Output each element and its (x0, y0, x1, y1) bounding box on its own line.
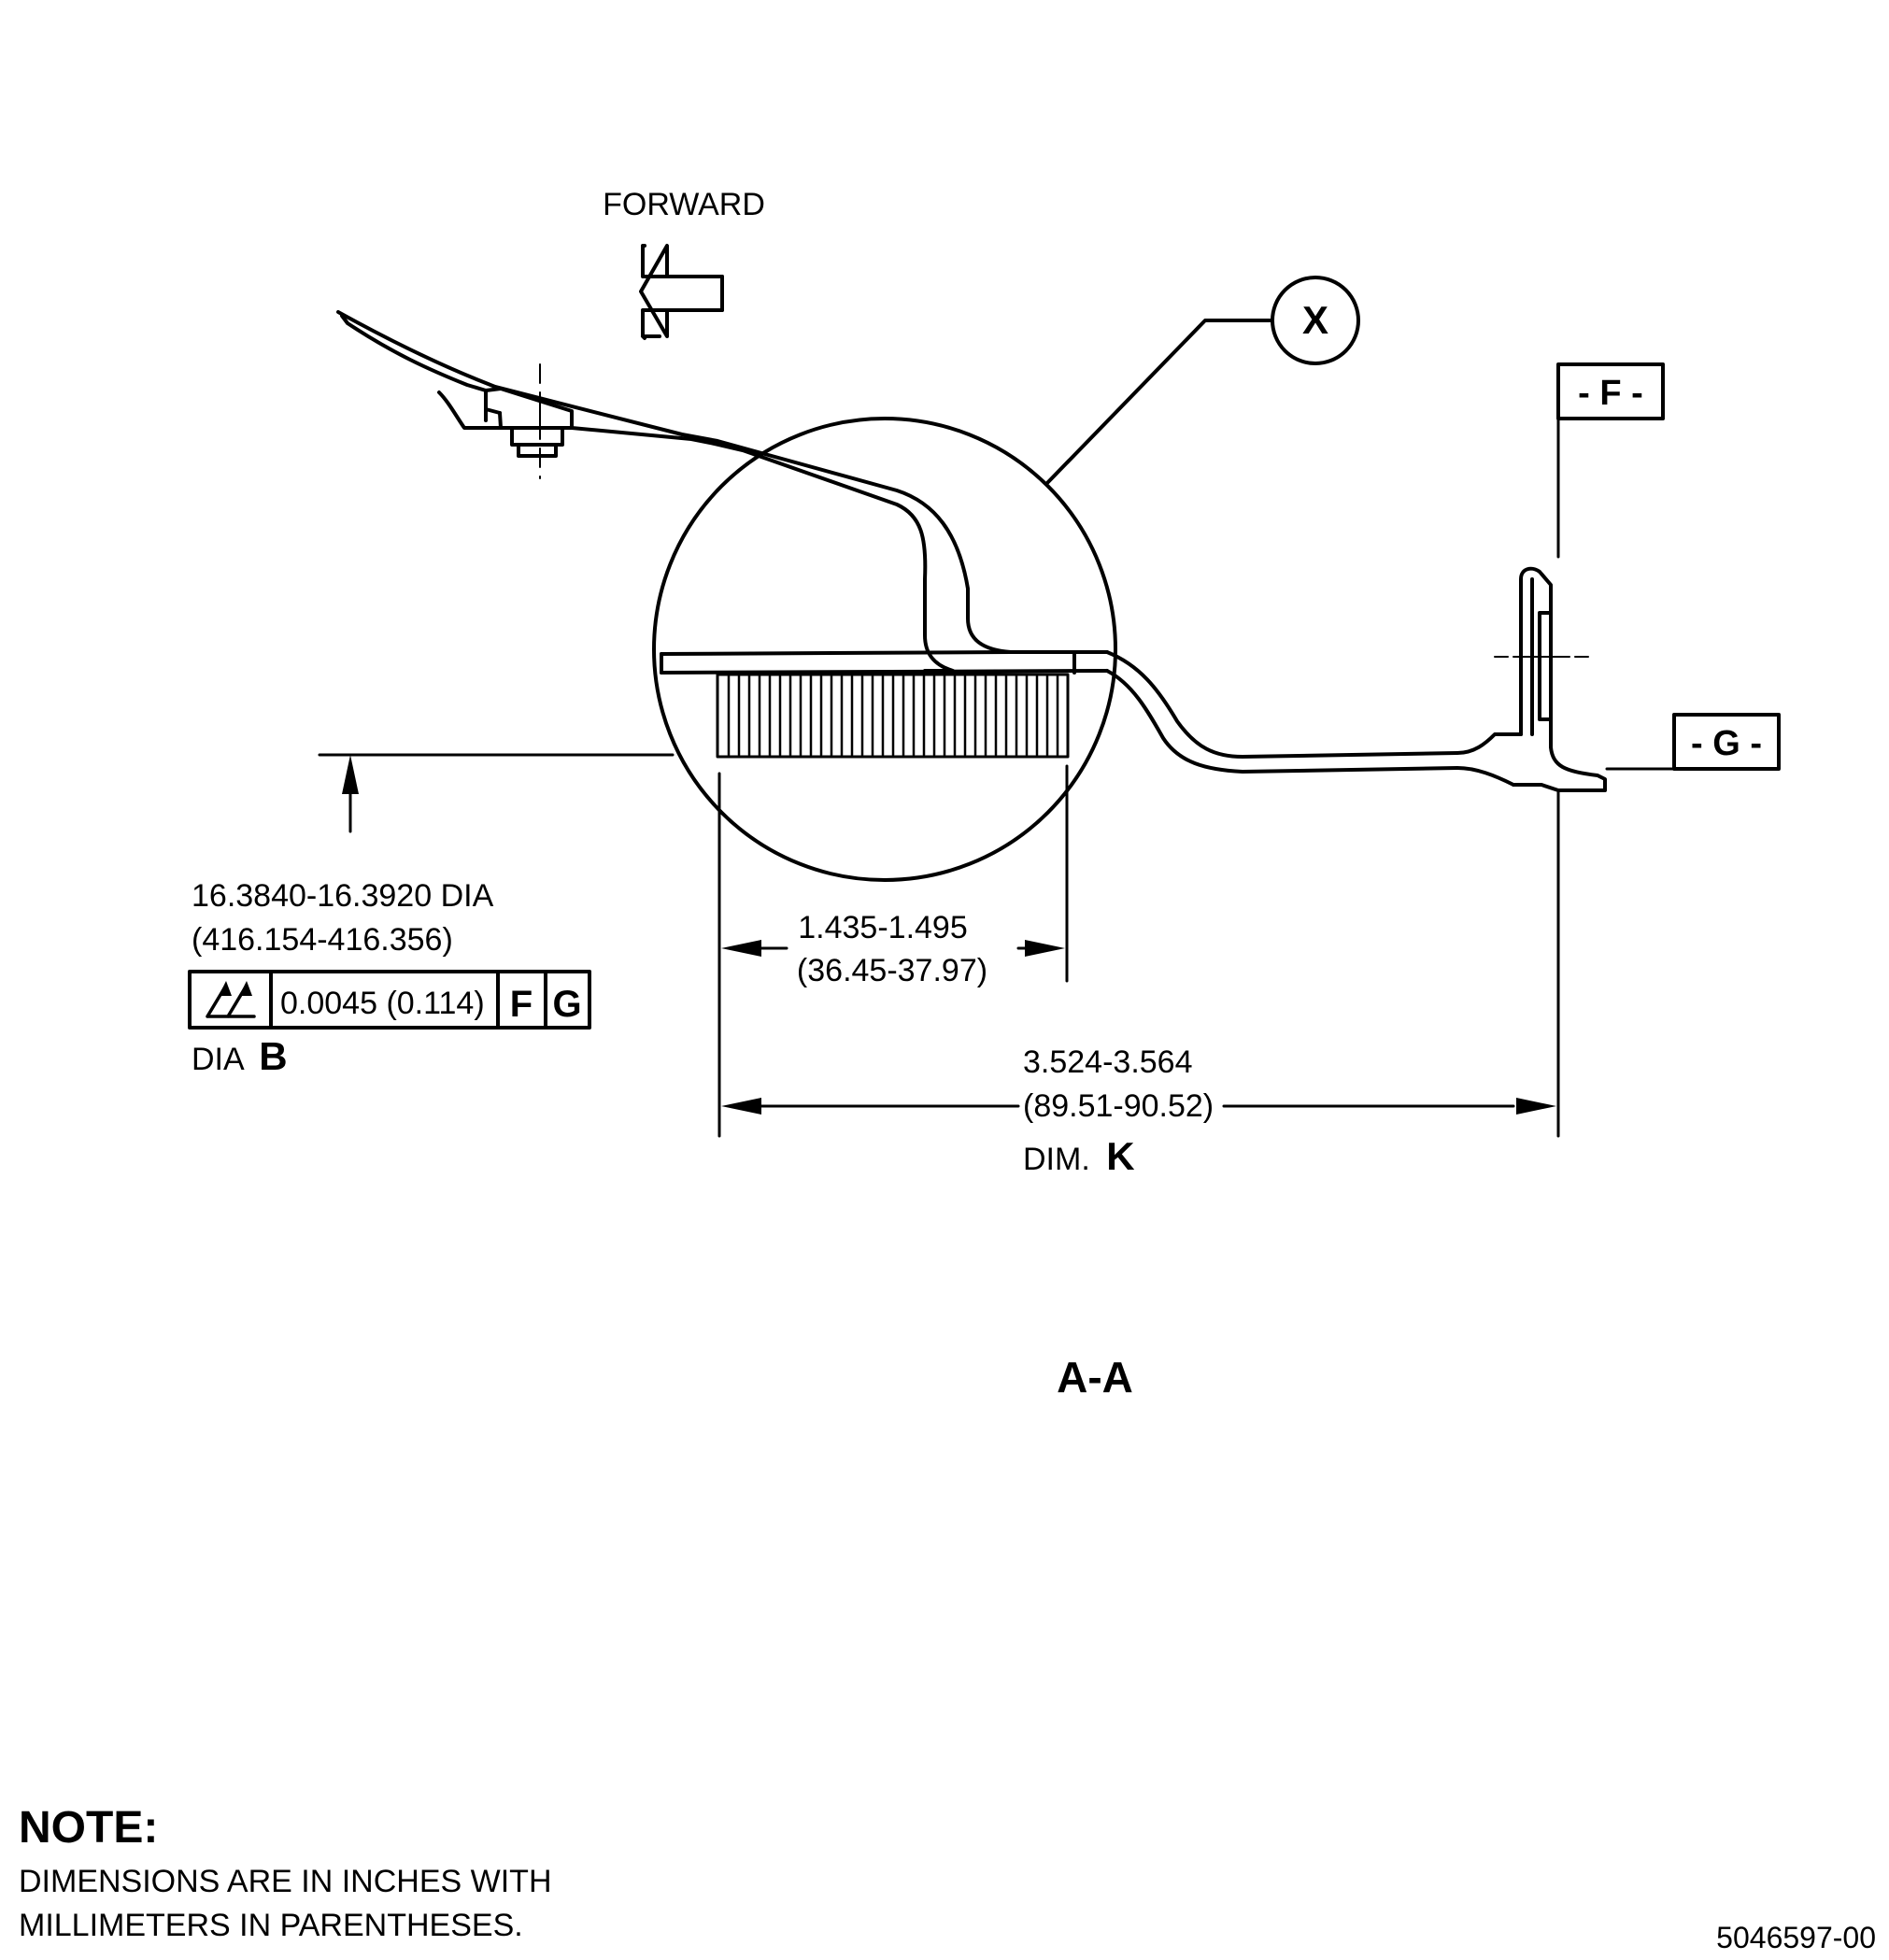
dia-b-inch: 16.3840-16.3920 DIA (192, 878, 494, 914)
arrowhead-left (721, 940, 761, 957)
diameter-b-dimension: 16.3840-16.3920 DIA (416.154-416.356) 0.… (188, 753, 675, 1078)
section-label: A-A (1057, 1353, 1133, 1401)
width-inch: 1.435-1.495 (798, 910, 968, 945)
arrowhead-right (1516, 1098, 1556, 1115)
width-dimension: 1.435-1.495 (36.45-37.97) (717, 764, 1069, 1138)
centerlines (539, 363, 1589, 658)
arrowhead-up (342, 755, 359, 794)
forward-arrow-outline (639, 244, 724, 338)
part-profile (336, 310, 1607, 792)
detail-balloon-label: X (1302, 298, 1328, 342)
dim-k-mm: (89.51-90.52) (1023, 1088, 1214, 1124)
detail-balloon (1271, 276, 1360, 365)
dia-b-label-prefix: DIA (192, 1042, 245, 1077)
dia-b-label: DIA B (192, 1034, 288, 1078)
datum-g: - G - (1605, 713, 1781, 771)
fcf-datum-g: G (552, 984, 581, 1025)
dim-k-inch: 3.524-3.564 (1023, 1044, 1193, 1080)
forward-indicator: FORWARD (603, 187, 765, 340)
forward-arrow-icon (641, 244, 724, 340)
dim-k-label: DIM. K (1023, 1134, 1135, 1178)
note-line-1: DIMENSIONS ARE IN INCHES WITH (19, 1864, 552, 1899)
arrowhead-left (721, 1098, 761, 1115)
note-line-2: MILLIMETERS IN PARENTHESES. (19, 1908, 523, 1943)
detail-circle (652, 417, 1117, 882)
dim-k-dimension: 3.524-3.564 (89.51-90.52) DIM. K (721, 790, 1560, 1178)
dia-b-label-letter: B (259, 1034, 287, 1078)
dia-b-mm: (416.154-416.356) (192, 922, 453, 958)
detail-leader (1044, 319, 1274, 486)
hatched-land (716, 673, 1070, 759)
total-runout-icon (206, 981, 256, 1018)
note-heading: NOTE: (19, 1803, 158, 1853)
dim-k-label-prefix: DIM. (1023, 1142, 1090, 1177)
feature-control-frame: 0.0045 (0.114) F G (188, 970, 591, 1030)
datum-f-label: - F - (1578, 374, 1643, 413)
width-mm: (36.45-37.97) (797, 953, 987, 988)
figure-id: 5046597-00 (1716, 1921, 1876, 1954)
datum-f: - F - (1556, 362, 1665, 559)
note-block: NOTE: DIMENSIONS ARE IN INCHES WITH MILL… (19, 1803, 552, 1943)
datum-g-label: - G - (1691, 724, 1762, 763)
arrowhead-right (1025, 940, 1065, 957)
dim-k-label-letter: K (1106, 1134, 1134, 1178)
fcf-tolerance: 0.0045 (0.114) (280, 986, 485, 1021)
detail-x-callout: X (652, 276, 1360, 882)
forward-label: FORWARD (603, 187, 765, 222)
fcf-datum-f: F (510, 984, 533, 1025)
